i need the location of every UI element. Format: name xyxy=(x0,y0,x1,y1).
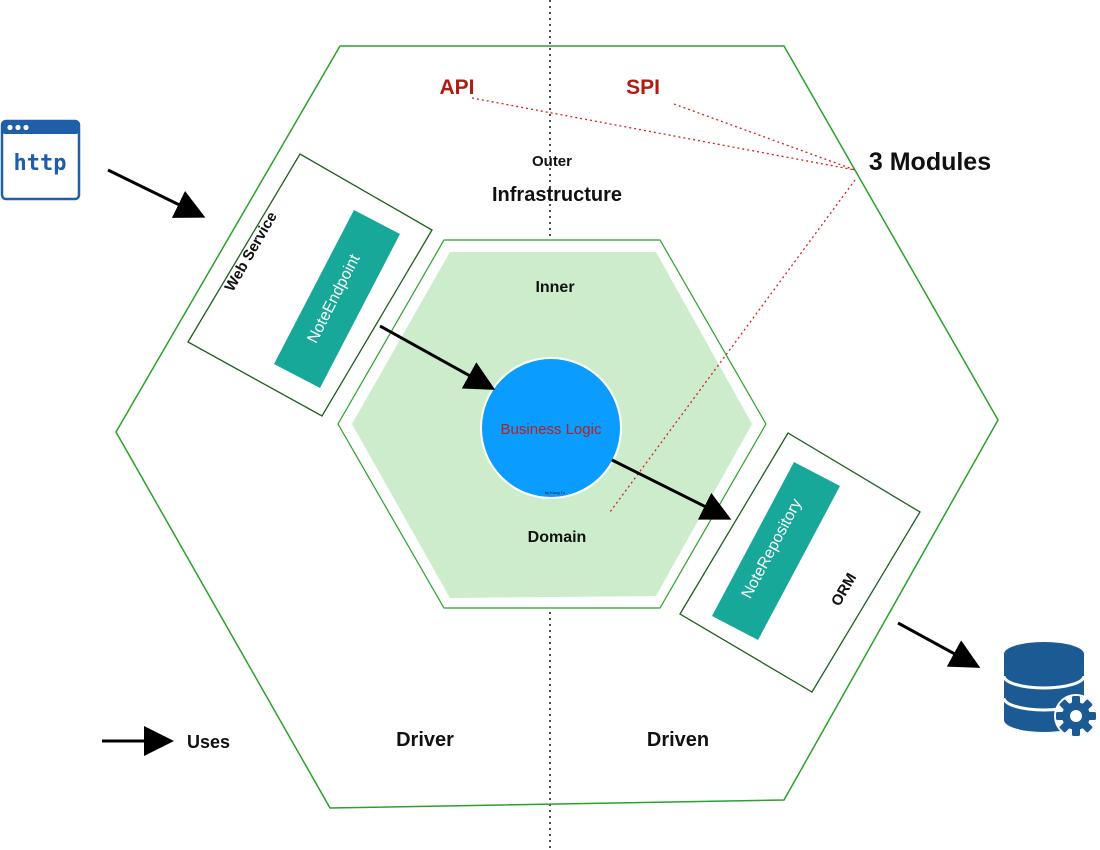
http-to-web-service-arrow xyxy=(107,168,206,218)
endpoint-to-logic-arrow xyxy=(379,324,496,390)
database-gear-icon xyxy=(1002,642,1098,738)
business-logic-label: Business Logic xyxy=(501,421,602,438)
modules-label: 3 Modules xyxy=(869,148,991,176)
business-logic-circle xyxy=(480,357,622,499)
logic-to-repository-arrow xyxy=(611,458,732,520)
api-module-connector xyxy=(471,97,856,171)
infrastructure-label: Infrastructure xyxy=(492,184,622,206)
http-browser-icon: http xyxy=(0,119,81,201)
note-endpoint-box xyxy=(274,210,400,388)
spi-module-connector xyxy=(673,103,856,171)
driver-label: Driver xyxy=(396,729,454,751)
api-label: API xyxy=(439,76,474,99)
credit-label: by Kung Tu xyxy=(545,490,565,495)
orm-to-database-arrow xyxy=(897,621,981,668)
note-repository-box xyxy=(712,462,840,640)
spi-label: SPI xyxy=(626,76,660,99)
outer-label: Outer xyxy=(532,153,572,170)
driven-label: Driven xyxy=(647,729,709,751)
http-label: http xyxy=(14,151,67,176)
legend-uses-label: Uses xyxy=(187,732,230,752)
outer-hexagon xyxy=(115,45,999,809)
domain-module-connector xyxy=(609,179,856,513)
inner-label: Inner xyxy=(535,279,574,296)
domain-label: Domain xyxy=(528,529,587,546)
